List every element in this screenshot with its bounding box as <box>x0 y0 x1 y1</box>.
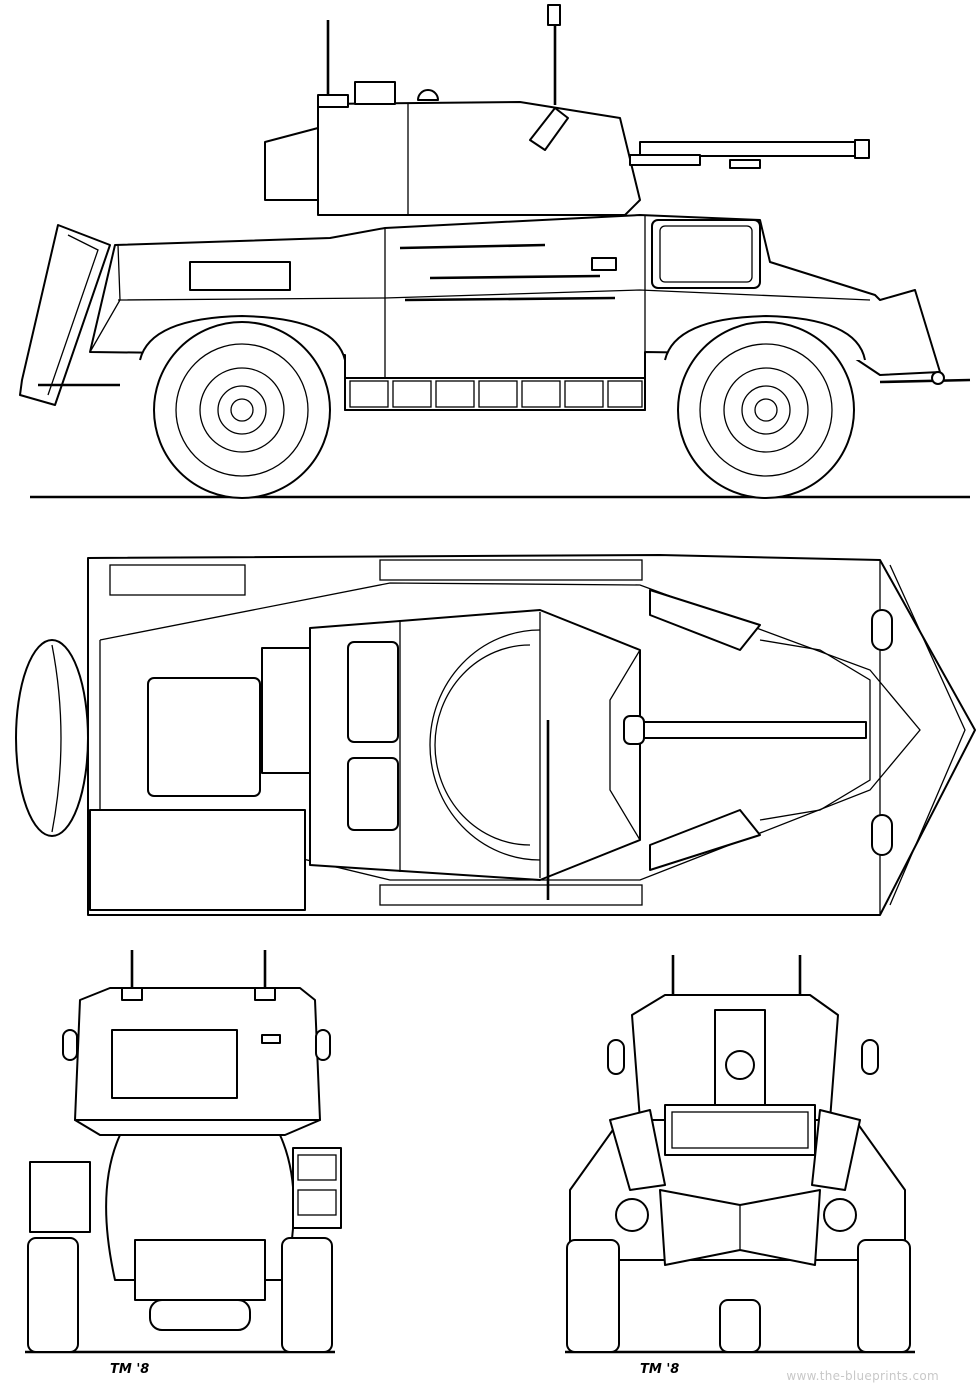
skirt-panel <box>344 377 646 411</box>
spare-wheel-top <box>15 639 89 837</box>
artist-signature-rear: TM '8 <box>640 1362 680 1377</box>
front-view <box>25 950 342 1354</box>
spare-wheel-side <box>19 224 111 406</box>
artist-signature-front: TM '8 <box>110 1362 150 1377</box>
main-gun-side <box>639 141 863 157</box>
rear-view <box>565 955 915 1354</box>
main-gun-top <box>629 721 867 739</box>
turret-side <box>317 101 641 216</box>
side-hatch <box>651 219 761 289</box>
left-rear-wheel <box>566 1239 620 1353</box>
turret-bustle <box>264 127 319 201</box>
front-wheel-side <box>677 321 855 499</box>
right-rear-wheel <box>857 1239 911 1353</box>
left-front-wheel <box>27 1237 79 1353</box>
right-front-wheel <box>281 1237 333 1353</box>
watermark: www.the-blueprints.com <box>786 1369 939 1383</box>
top-view <box>15 554 976 916</box>
rear-wheel-side <box>153 321 331 499</box>
side-view <box>19 4 971 499</box>
